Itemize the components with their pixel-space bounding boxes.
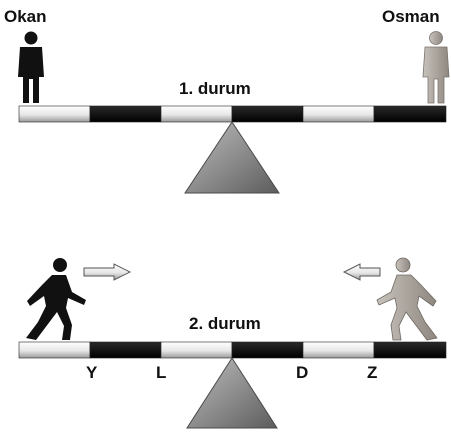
okan-figure: [18, 31, 44, 103]
fulcrum-2: [186, 357, 278, 429]
osman-figure: [422, 31, 450, 104]
state-1-seesaw: [18, 31, 450, 194]
beam-1: [18, 105, 447, 123]
walking-figure-left: [26, 258, 86, 340]
state-2-seesaw: [18, 257, 447, 429]
fulcrum-1: [184, 121, 280, 194]
marker-y: Y: [86, 363, 98, 382]
arrow-right: [83, 263, 132, 281]
arrow-left: [342, 263, 381, 281]
walking-figure-right: [376, 257, 438, 341]
state-1-title: 1. durum: [179, 79, 251, 98]
marker-z: Z: [367, 363, 378, 382]
right-person-name: Osman: [382, 7, 440, 26]
left-person-name: Okan: [4, 7, 47, 26]
state-2-title: 2. durum: [189, 314, 261, 333]
beam-2: [18, 341, 447, 359]
marker-d: D: [296, 363, 309, 382]
marker-l: L: [156, 363, 167, 382]
